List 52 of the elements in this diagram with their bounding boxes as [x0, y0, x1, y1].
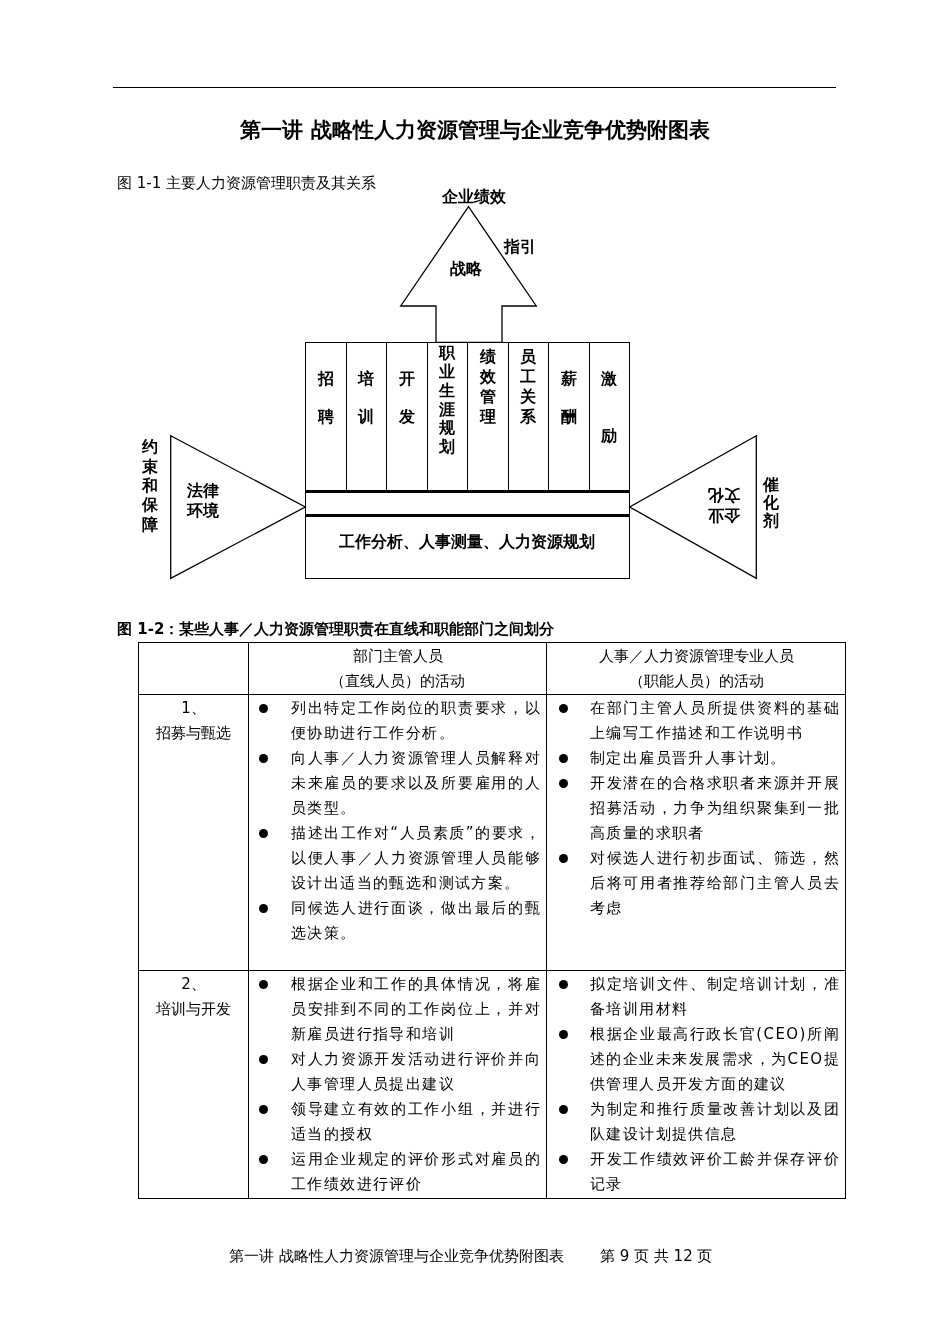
triangle-label: 企业文化 — [707, 485, 741, 525]
row-header: 2、 — [181, 974, 206, 995]
base-box — [305, 516, 631, 580]
column-box — [588, 342, 631, 492]
side-label: 指引 — [504, 237, 536, 257]
side-label: 约束和保障 — [141, 437, 159, 534]
column-header: （直线人员）的活动 — [330, 671, 465, 692]
column-label: 培训 — [357, 367, 375, 428]
bullet-text: 同候选人进行面谈，做出最后的甄选决策。 — [291, 898, 541, 944]
bullet-text: 为制定和推行质量改善计划以及团队建设计划提供信息 — [590, 1099, 840, 1145]
column-header: 人事／人力资源管理专业人员 — [598, 646, 794, 667]
bullet-text: 开发潜在的合格求职者来源并开展招募活动，力争为组织聚集到一批高质量的求职者 — [590, 773, 840, 844]
bullet-text: 领导建立有效的工作小组，并进行适当的授权 — [291, 1099, 541, 1145]
column-label: 薪酬 — [560, 367, 577, 428]
bullet-text: 描述出工作对“人员素质”的要求，以便人事／人力资源管理人员能够设计出适当的甄选和测试方案。 — [291, 823, 541, 894]
figure-caption: 图 1-2：某些人事／人力资源管理职责在直线和职能部门之间划分 — [117, 620, 555, 638]
row-header: 培训与开发 — [156, 999, 231, 1020]
column-label: 激励 — [600, 368, 618, 448]
column-label: 绩效管理 — [479, 346, 496, 428]
page-number: 第 9 页 共 12 页 — [600, 1247, 713, 1265]
column-label: 招聘 — [317, 367, 334, 428]
column-box — [305, 342, 347, 492]
page-title: 第一讲 战略性人力资源管理与企业竞争优势附图表 — [240, 118, 710, 144]
bullet-text: 列出特定工作岗位的职责要求，以便协助进行工作分析。 — [291, 698, 541, 744]
bullet-text: 根据企业最高行政长官(CEO)所阐述的企业未来发展需求，为CEO提供管理人员开发方面的建议 — [590, 1024, 840, 1095]
bullet-text: 根据企业和工作的具体情况，将雇员安排到不同的工作岗位上，并对新雇员进行指导和培训 — [291, 974, 541, 1045]
bullet-text: 拟定培训文件、制定培训计划，准备培训用材料 — [590, 974, 840, 1020]
triangle — [629, 435, 757, 579]
column-label: 职业生涯规划 — [438, 344, 456, 458]
triangle — [170, 435, 306, 579]
bullet-text: 对人力资源开发活动进行评价并向人事管理人员提出建议 — [291, 1049, 541, 1095]
box-label: 工作分析、人事测量、人力资源规划 — [338, 532, 595, 552]
bullet-text: 对候选人进行初步面试、筛选，然后将可用者推荐给部门主管人员去考虑 — [590, 848, 840, 919]
row-header: 1、 — [181, 698, 206, 719]
bullet-text: 开发工作绩效评价工龄并保存评价记录 — [590, 1149, 840, 1195]
bullet-text: 向人事／人力资源管理人员解释对未来雇员的要求以及所要雇用的人员类型。 — [291, 748, 541, 819]
up-arrow — [400, 206, 537, 343]
footer-text: 第一讲 战略性人力资源管理与企业竞争优势附图表 — [229, 1247, 564, 1265]
bullet-text: 运用企业规定的评价形式对雇员的工作绩效进行评价 — [291, 1149, 541, 1195]
triangle-label: 法律环境 — [186, 481, 220, 521]
bullet-text: 在部门主管人员所提供资料的基础上编写工作描述和工作说明书 — [590, 698, 840, 744]
row-header: 招募与甄选 — [156, 723, 231, 744]
column-header: 部门主管人员 — [352, 646, 443, 667]
figure-caption: 图 1-1 主要人力资源管理职责及其关系 — [117, 174, 377, 192]
column-label: 开发 — [398, 367, 415, 428]
bullet-text: 制定出雇员晋升人事计划。 — [590, 748, 788, 769]
double-rule-band — [305, 490, 631, 517]
side-label: 催化剂 — [762, 475, 780, 531]
tip-label: 企业绩效 — [442, 187, 506, 207]
arrow-label: 战略 — [450, 259, 482, 279]
column-label: 员工关系 — [519, 346, 537, 428]
column-header: （职能人员）的活动 — [628, 671, 764, 692]
